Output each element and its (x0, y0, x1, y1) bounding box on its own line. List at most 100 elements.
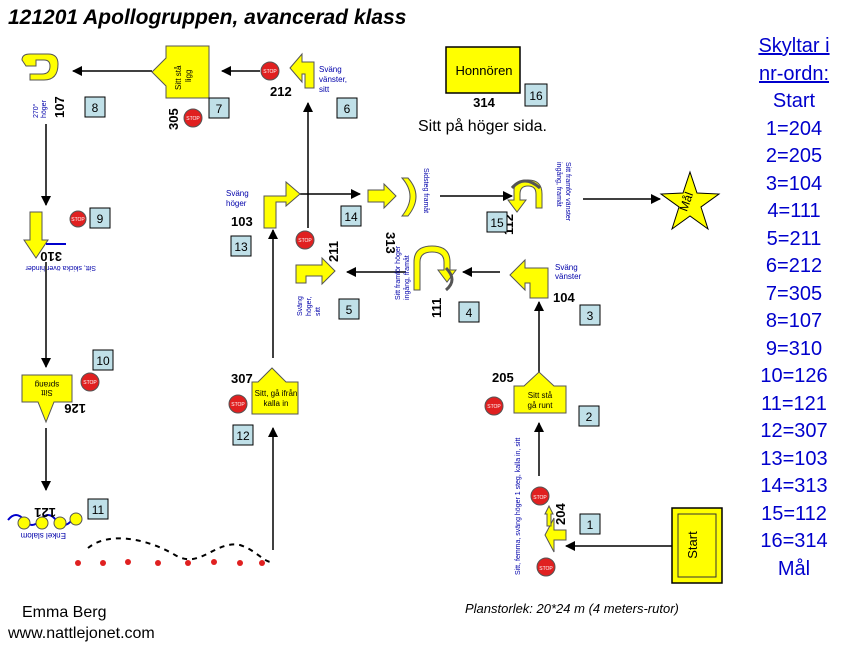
station-number: 121 (34, 505, 56, 520)
dotted-walk-path (75, 537, 271, 566)
station-6: STOP Sväng vänster, sitt 212 6 (260, 52, 358, 119)
station-box-14 (340, 205, 362, 227)
svg-text:7: 7 (216, 102, 223, 116)
station-text: Sitt, femma, sväng höger 1 steg, kalla i… (515, 438, 522, 575)
station-7: Sitt stå ligg STOP 305 7 (151, 45, 230, 130)
station-13: Sväng höger 103 13 (226, 180, 301, 257)
svg-text:Sitt framför höger: Sitt framför höger (395, 245, 402, 300)
start-label: Start (685, 531, 700, 559)
station-5: STOP 211 Sväng höger, sitt 5 (295, 230, 360, 320)
svg-text:15: 15 (490, 216, 504, 230)
station-number: 212 (270, 84, 292, 99)
svg-text:5: 5 (346, 303, 353, 317)
svg-text:kalla in: kalla in (264, 399, 289, 408)
station-box-4 (458, 301, 480, 323)
svg-text:270°: 270° (32, 103, 40, 118)
honor-label: Honnören (455, 63, 512, 78)
legend-item: 5=211 (766, 227, 822, 250)
station-15: 112 Sitt framför vänster ingång, framåt … (486, 162, 571, 235)
svg-text:sprang: sprang (35, 380, 59, 389)
svg-text:sitt: sitt (315, 307, 322, 316)
station-number: 107 (52, 96, 67, 118)
station-number: 103 (231, 214, 253, 229)
legend-heading-line1: Skyltar i (758, 35, 830, 57)
legend-item: 7=305 (765, 282, 823, 305)
station-8: 270° höger 107 8 (21, 53, 106, 118)
author-name: Emma Berg (22, 604, 107, 621)
svg-text:vänster: vänster (555, 272, 582, 281)
svg-text:1: 1 (587, 518, 594, 532)
station-box-1 (579, 513, 601, 535)
station-box-13 (230, 235, 252, 257)
svg-text:Sväng: Sväng (319, 65, 342, 74)
svg-text:sitt: sitt (319, 85, 330, 94)
station-number: 313 (383, 232, 398, 254)
station-10: Sitt sprang STOP 126 10 (21, 349, 114, 424)
svg-text:6: 6 (344, 102, 351, 116)
legend-item: 3=104 (765, 172, 823, 195)
station-number: 104 (553, 290, 575, 305)
svg-text:Sväng: Sväng (226, 189, 249, 198)
legend-item: 1=204 (765, 117, 823, 140)
station-box-6 (336, 97, 358, 119)
legend-heading-line2: nr-ordn: (758, 62, 830, 85)
station-11: 121 Enkel slalom 11 (7, 498, 109, 540)
svg-text:3: 3 (587, 309, 594, 323)
legend-item: 9=310 (765, 337, 823, 360)
station-box-9 (89, 207, 111, 229)
svg-text:STOP: STOP (83, 380, 97, 386)
station-number: 204 (553, 503, 568, 525)
svg-text:13: 13 (234, 240, 248, 254)
legend-item: 4=111 (767, 200, 821, 222)
plan-size-note: Planstorlek: 20*24 m (4 meters-rutor) (465, 601, 679, 616)
svg-text:8: 8 (92, 101, 99, 115)
legend-item: 2=205 (765, 145, 823, 167)
svg-text:9: 9 (97, 212, 104, 226)
station-2: Sitt stå gå runt 205 STOP 2 (484, 370, 600, 427)
svg-text:STOP: STOP (186, 116, 200, 122)
svg-text:14: 14 (344, 210, 358, 224)
station-9: STOP 310 Sitt, skicka över hinder 9 (23, 207, 111, 271)
svg-text:ingång, framåt: ingång, framåt (403, 255, 411, 300)
station-box-12 (232, 424, 254, 446)
svg-text:4: 4 (466, 306, 473, 320)
svg-text:Enkel slalom: Enkel slalom (20, 531, 66, 540)
legend-item: 16=314 (760, 530, 828, 552)
legend-item: 10=126 (760, 365, 828, 387)
station-number: 126 (64, 401, 86, 416)
station-number: 310 (40, 249, 62, 264)
svg-text:10: 10 (96, 354, 110, 368)
website-link[interactable]: www.nattlejonet.com (8, 625, 155, 642)
svg-text:gå runt: gå runt (528, 401, 554, 410)
station-box-15 (486, 211, 508, 233)
svg-text:höger: höger (41, 99, 48, 118)
svg-text:2: 2 (586, 410, 593, 424)
legend-item: 15=112 (761, 502, 827, 525)
station-1: STOP STOP 204 Sitt, femma, sväng höger 1… (515, 438, 601, 577)
svg-text:STOP: STOP (231, 402, 245, 408)
honor-note: Sitt på höger sida. (418, 118, 547, 135)
svg-text:STOP: STOP (533, 495, 547, 501)
station-number: 111 (429, 298, 444, 318)
svg-text:Sitt, gå ifrån: Sitt, gå ifrån (255, 389, 298, 398)
page-title: 121201 Apollogruppen, avancerad klass (8, 6, 407, 29)
station-number: 307 (231, 371, 253, 386)
station-box-8 (84, 96, 106, 118)
svg-text:Sväng: Sväng (555, 263, 578, 272)
legend-item: 13=103 (760, 447, 828, 470)
station-3: Sväng vänster 104 3 (509, 258, 601, 326)
svg-text:Sidsteg framåt: Sidsteg framåt (422, 168, 430, 213)
svg-text:höger: höger (226, 199, 247, 208)
svg-text:ligg: ligg (184, 70, 193, 82)
svg-text:höger,: höger, (306, 296, 313, 316)
svg-text:Sväng: Sväng (297, 296, 304, 316)
svg-text:16: 16 (529, 89, 543, 103)
station-box-7 (208, 97, 230, 119)
station-box-5 (338, 298, 360, 320)
legend-item: 14=313 (760, 475, 828, 497)
svg-text:ingång, framåt: ingång, framåt (555, 162, 563, 207)
legend-item: 12=307 (760, 420, 828, 442)
honor-sign: Honnören 314 16 (445, 46, 548, 110)
